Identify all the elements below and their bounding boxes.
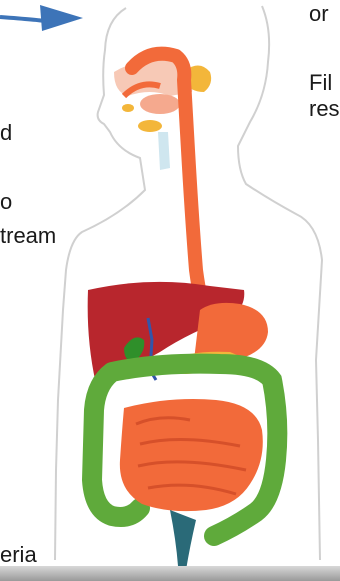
arrow-right-icon <box>0 5 83 31</box>
caption-right-2: Fil <box>309 71 332 95</box>
caption-left-2: o <box>0 190 12 214</box>
caption-top-right: or <box>309 2 329 26</box>
tongue <box>140 94 180 114</box>
small-intestine <box>120 399 263 511</box>
player-control-bar[interactable] <box>0 566 340 581</box>
caption-bottom-left: eria <box>0 543 37 567</box>
caption-left-1: d <box>0 121 12 145</box>
trachea <box>158 132 170 170</box>
caption-left-3: tream <box>0 224 56 248</box>
rectum <box>170 510 196 570</box>
caption-right-3: res <box>309 97 340 121</box>
